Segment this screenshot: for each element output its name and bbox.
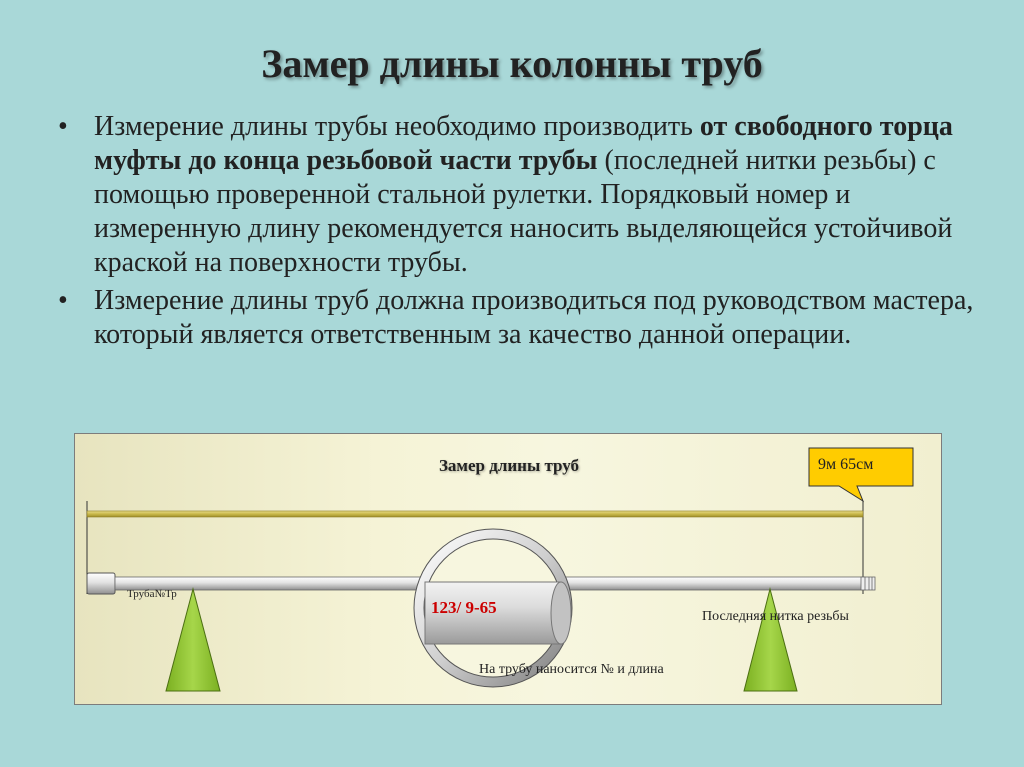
bullet-dot: • [58, 111, 68, 142]
diagram-title: Замер длины труб [438, 456, 580, 475]
marking-caption: На трубу наносится № и длина [479, 662, 664, 677]
bullet-bold-text: от свободного торца муфты до конца резьб… [94, 111, 953, 176]
bullet-text: Измерение длины труб должна производитьс… [94, 285, 974, 350]
magnifier-ring [413, 528, 573, 688]
bullet-list: • Измерение длины трубы необходимо произ… [58, 110, 978, 356]
thread-label: Последняя нитка резьбы [702, 609, 849, 624]
pipe-coupling [86, 572, 116, 595]
left-support [165, 587, 221, 692]
bullet-item-responsibility: • Измерение длины труб должна производит… [58, 284, 978, 352]
pipe-label: Труба№Тр [127, 588, 177, 600]
length-callout [808, 447, 914, 503]
bullet-text-continued: (последней нитки резьбы) с помощью прове… [94, 145, 953, 278]
measuring-tape [86, 510, 864, 518]
bullet-dot: • [58, 285, 68, 316]
slide-title: Замер длины колонны труб [261, 41, 763, 86]
bullet-item-measurement: • Измерение длины трубы необходимо произ… [58, 110, 978, 280]
diagram-drawing [86, 447, 914, 692]
right-support [743, 587, 798, 692]
pipe-measurement-diagram: Замер длины труб 9м 65см Труба№Тр 123/ 9… [74, 433, 942, 705]
bullet-text: Измерение длины трубы необходимо произво… [94, 111, 700, 142]
pipe-marking-text: 123/ 9-65 [431, 598, 497, 617]
pipe-thread [860, 576, 876, 591]
length-callout-text: 9м 65см [818, 456, 874, 473]
